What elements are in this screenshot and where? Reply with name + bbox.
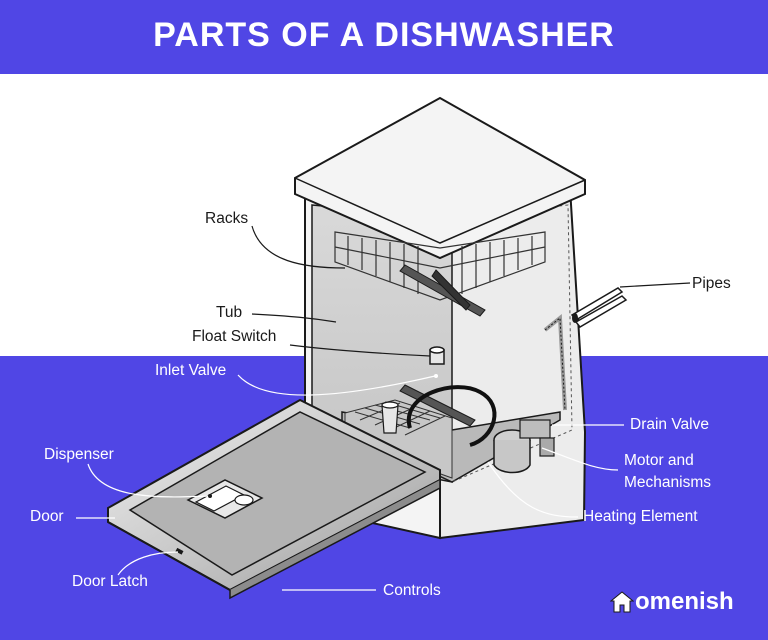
heating-element-loop [406, 385, 497, 447]
leader-racks [251, 225, 346, 269]
label-racks: Racks [205, 210, 249, 227]
label-drain-valve: Drain Valve [630, 416, 709, 433]
brand-logo: omenish [610, 588, 734, 616]
leader-inlet-valve [237, 374, 436, 396]
leader-dot-inlet [434, 374, 438, 378]
leader-lines [76, 225, 691, 591]
label-float-switch: Float Switch [192, 328, 277, 345]
float-switch [429, 346, 445, 365]
cabinet-top [294, 96, 586, 260]
leader-tub [251, 313, 337, 323]
upper-spray-hub [431, 269, 471, 311]
door-inner-panel [128, 411, 427, 576]
label-dispenser: Dispenser [44, 446, 114, 463]
door-bottom-edge [229, 480, 441, 600]
title-banner [0, 0, 768, 74]
label-heating-element: Heating Element [583, 508, 698, 525]
label-controls: Controls [383, 582, 441, 599]
brand-text: omenish [635, 588, 734, 615]
lower-spray-arm [399, 384, 476, 427]
leader-motor [541, 447, 619, 471]
inner-pipe-outline [544, 317, 566, 411]
label-door: Door [30, 508, 64, 525]
cabinet-top-edge [294, 177, 586, 244]
label-motor-line2: Mechanisms [624, 474, 711, 491]
tub-hidden-outline [451, 204, 573, 483]
dispenser-unit [186, 479, 264, 519]
leader-dispenser [87, 463, 211, 498]
leader-heating-element [487, 461, 579, 518]
label-tub: Tub [216, 304, 243, 321]
label-door-latch: Door Latch [72, 573, 148, 590]
pipe-opening [572, 313, 578, 323]
leader-dot-dispenser [208, 494, 212, 498]
motor-assembly [493, 419, 555, 474]
house-logo-icon [610, 591, 634, 613]
upper-rack [334, 231, 546, 301]
page-title: PARTS OF A DISHWASHER [153, 16, 615, 54]
leader-float-switch [289, 344, 431, 357]
label-pipes: Pipes [692, 275, 731, 292]
label-motor-line1: Motor and [624, 452, 694, 469]
door-latch-icon [175, 547, 184, 555]
leader-pipes [619, 282, 691, 288]
label-inlet-valve: Inlet Valve [155, 362, 227, 379]
cutlery-basket [381, 401, 399, 434]
leader-door-latch [117, 551, 179, 576]
external-pipes [570, 287, 628, 328]
